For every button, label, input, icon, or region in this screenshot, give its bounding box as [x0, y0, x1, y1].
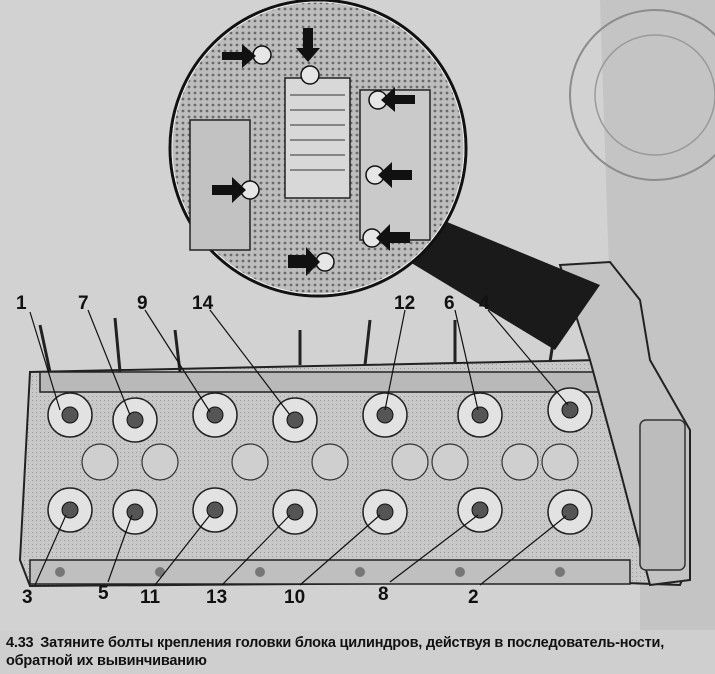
callout-label: 9 [137, 293, 148, 314]
callout-label: 12 [394, 293, 416, 314]
callout-label: 2 [468, 587, 479, 608]
callout-label: 1 [16, 293, 27, 314]
callout-label: 13 [206, 587, 228, 608]
callout-label: 11 [140, 587, 161, 608]
callout-label: 3 [22, 587, 33, 608]
callout-label: 7 [78, 293, 89, 314]
callout-label: 6 [444, 293, 455, 314]
callout-label: 4 [479, 293, 490, 314]
callout-label: 14 [192, 293, 214, 314]
figure-caption: 4.33 Затяните болты крепления головки бл… [6, 634, 711, 670]
callout-label: 10 [284, 587, 306, 608]
caption-text: Затяните болты крепления головки блока ц… [6, 635, 665, 669]
detail-inset [168, 0, 600, 350]
callout-label: 5 [98, 583, 109, 604]
caption-number: 4.33 [6, 635, 34, 651]
callout-label: 8 [378, 584, 389, 605]
engine-drawing [18, 0, 715, 630]
cylinder-head-illustration: 1 7 9 14 12 6 4 3 5 11 13 10 8 2 [16, 0, 715, 630]
